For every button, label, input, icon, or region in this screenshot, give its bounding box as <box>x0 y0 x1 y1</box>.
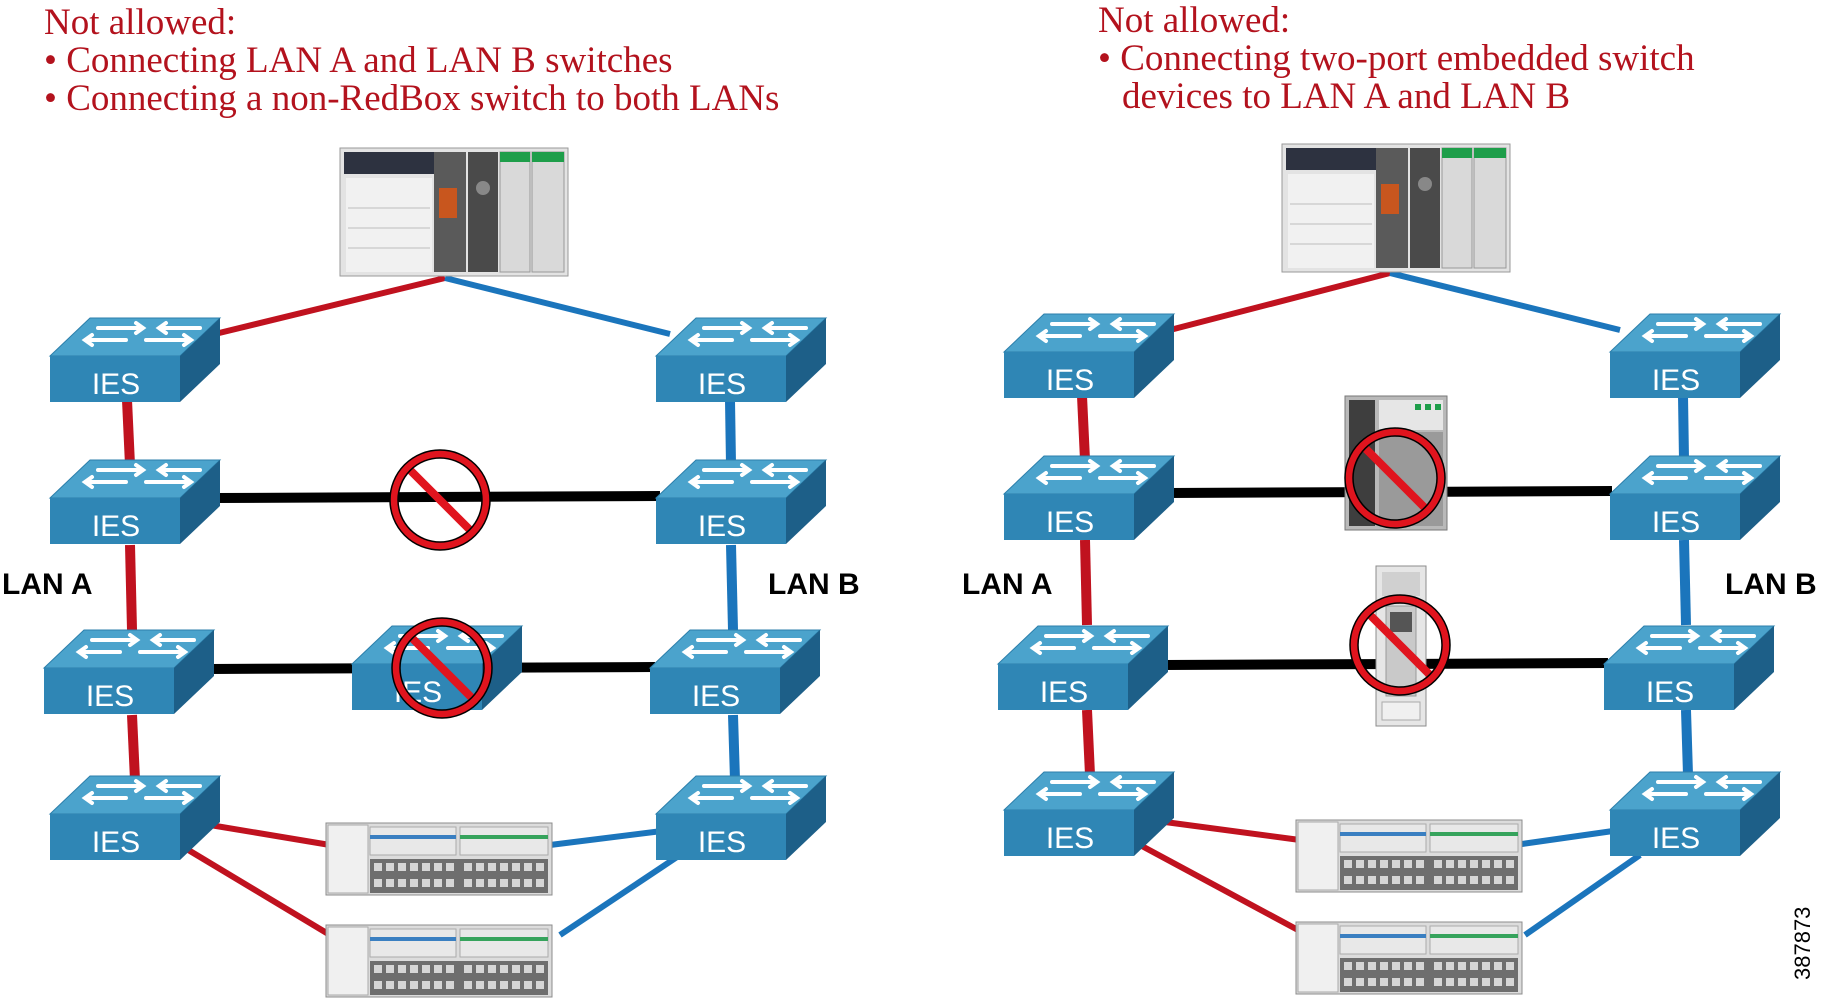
svg-text:IES: IES <box>1046 364 1094 397</box>
svg-text:IES: IES <box>92 368 140 401</box>
lan-a-link-3 <box>127 714 140 781</box>
lan-b-link-1 <box>1678 395 1689 461</box>
lan-b-link-3 <box>728 714 740 781</box>
svg-text:IES: IES <box>1046 822 1094 855</box>
lan-b-link-2 <box>726 544 738 631</box>
ies-switch-icon: IES <box>648 628 822 716</box>
svg-text:IES: IES <box>1046 506 1094 539</box>
ies-switch-icon: IES <box>1002 454 1176 542</box>
left-lan-b-label: LAN B <box>768 568 860 601</box>
io-link-b-2 <box>558 852 682 938</box>
io-link-b-2 <box>1523 852 1642 938</box>
lan-b-link-2 <box>1679 539 1691 626</box>
link-controller-lan-b <box>1389 270 1621 333</box>
svg-text:IES: IES <box>1652 364 1700 397</box>
svg-text:IES: IES <box>698 510 746 543</box>
right-notes: Not allowed: • Connecting two-port embed… <box>1098 2 1695 116</box>
left-panel: IES IES IES IES IES IES IES IES IES <box>42 147 828 998</box>
io-module-icon <box>325 822 553 896</box>
svg-text:IES: IES <box>1646 676 1694 709</box>
svg-text:IES: IES <box>1652 506 1700 539</box>
embedded-switch-device-icon <box>1344 395 1448 531</box>
ies-switch-icon: IES <box>1608 454 1782 542</box>
ies-switch-icon: IES <box>48 316 222 404</box>
ies-switch-icon: IES <box>1002 312 1176 400</box>
ies-switch-icon: IES <box>48 458 222 546</box>
ies-switch-icon: IES <box>1602 624 1776 712</box>
svg-text:IES: IES <box>692 680 740 713</box>
left-bullet-1: • Connecting LAN A and LAN B switches <box>44 40 673 81</box>
svg-text:IES: IES <box>92 510 140 543</box>
svg-text:IES: IES <box>86 680 134 713</box>
left-bullet-2: • Connecting a non-RedBox switch to both… <box>44 78 780 119</box>
figure-number: 387873 <box>1790 906 1815 980</box>
lan-a-link-3 <box>1082 709 1095 776</box>
controller-rack-icon <box>1281 143 1511 273</box>
right-bullet-line-1: • Connecting two-port embedded switch <box>1098 38 1695 79</box>
svg-text:IES: IES <box>1040 676 1088 709</box>
controller-rack-icon <box>339 147 569 277</box>
ies-switch-icon: IES <box>42 628 216 716</box>
lan-b-link-1 <box>725 399 736 466</box>
io-link-a-1 <box>1164 819 1301 843</box>
right-lan-a-label: LAN A <box>962 568 1053 601</box>
right-bullet-line-2: devices to LAN A and LAN B <box>1122 76 1571 117</box>
ies-switch-icon: IES <box>654 458 828 546</box>
lan-a-link-2 <box>125 544 137 631</box>
io-link-a-1 <box>209 822 331 848</box>
left-notes: Not allowed: • Connecting LAN A and LAN … <box>44 4 779 118</box>
svg-text:IES: IES <box>92 826 140 859</box>
left-lan-a-label: LAN A <box>2 568 93 601</box>
link-controller-lan-a <box>1169 270 1391 333</box>
ies-switch-icon: IES <box>654 774 828 862</box>
right-panel: IES IES IES IES IES IES IES IES <box>996 143 1782 995</box>
right-lan-b-label: LAN B <box>1725 568 1817 601</box>
right-heading: Not allowed: <box>1098 0 1291 41</box>
ies-switch-icon: IES <box>654 316 828 404</box>
lan-a-link-2 <box>1080 539 1092 626</box>
ies-switch-icon: IES <box>996 624 1170 712</box>
lan-a-link-1 <box>1077 395 1090 461</box>
io-link-b-1 <box>549 827 671 848</box>
io-link-b-1 <box>1514 827 1621 848</box>
svg-text:IES: IES <box>698 826 746 859</box>
link-controller-lan-b <box>444 275 671 337</box>
io-module-icon <box>1295 921 1523 995</box>
io-module-icon <box>325 924 553 998</box>
io-link-a-2 <box>183 845 332 938</box>
link-controller-lan-a <box>214 275 446 337</box>
svg-text:IES: IES <box>1652 822 1700 855</box>
lan-a-link-1 <box>122 399 135 466</box>
ies-switch-icon: IES <box>1002 770 1176 858</box>
io-link-a-2 <box>1138 842 1300 933</box>
left-heading: Not allowed: <box>44 2 237 43</box>
ies-switch-icon: IES <box>1608 770 1782 858</box>
lan-b-link-3 <box>1681 709 1693 776</box>
ies-switch-icon: IES <box>1608 312 1782 400</box>
ies-switch-icon: IES <box>48 774 222 862</box>
svg-text:IES: IES <box>698 368 746 401</box>
io-module-icon <box>1295 819 1523 893</box>
